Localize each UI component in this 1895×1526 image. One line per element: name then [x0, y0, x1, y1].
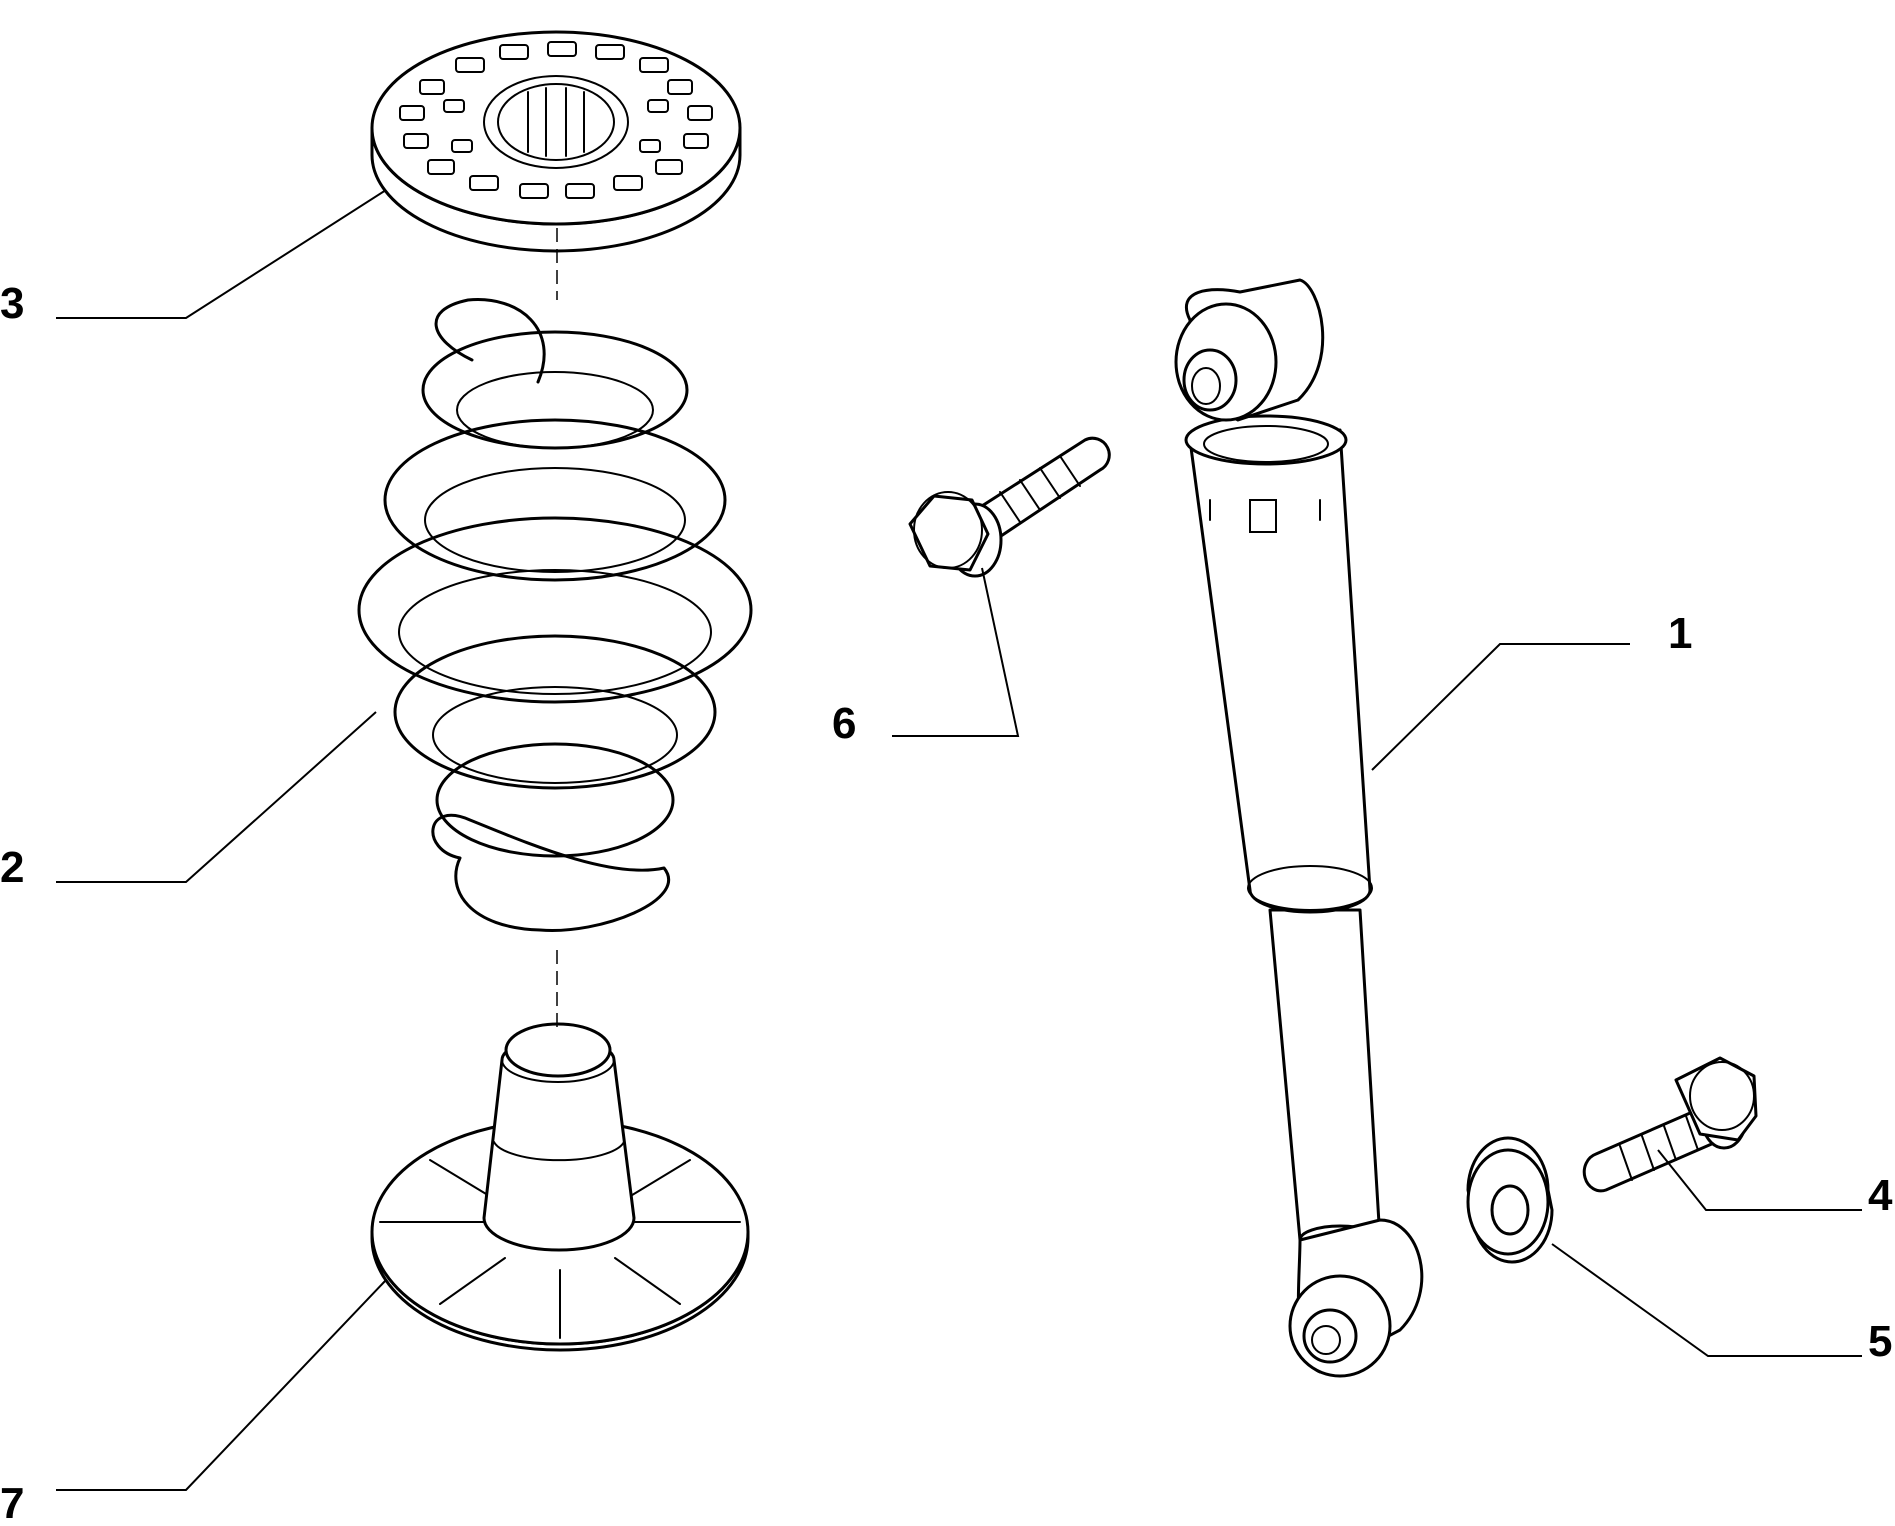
washer: [1466, 1136, 1554, 1264]
callout-6: 6: [832, 699, 856, 748]
leader-7: [56, 1279, 387, 1491]
seat-ribs: [379, 1159, 741, 1339]
seat-slots: [399, 41, 713, 199]
shock-absorber: [1174, 278, 1424, 1378]
leader-2: [56, 711, 377, 883]
callout-5: 5: [1868, 1317, 1892, 1366]
callout-1: 1: [1668, 609, 1692, 658]
upper-spring-seat: [370, 30, 742, 253]
seat-spline-teeth: [527, 87, 585, 157]
upper-mounting-bolt: [908, 436, 1111, 578]
lower-spring-seat-bump-stop: [370, 1022, 750, 1352]
lower-mounting-bolt: [1582, 1056, 1758, 1193]
callout-2: 2: [0, 843, 24, 892]
leader-1: [1371, 643, 1630, 771]
callout-3: 3: [0, 279, 24, 328]
leader-6: [892, 567, 1020, 737]
leader-3: [56, 189, 387, 319]
callout-labels: 1 2 3 4 5 6 7: [0, 279, 1893, 1526]
coil-spring: [357, 298, 753, 932]
leader-lines: [56, 189, 1862, 1491]
leader-5: [1551, 1243, 1862, 1357]
callout-7: 7: [0, 1479, 24, 1526]
leader-4: [1657, 1149, 1862, 1211]
callout-4: 4: [1868, 1171, 1893, 1220]
